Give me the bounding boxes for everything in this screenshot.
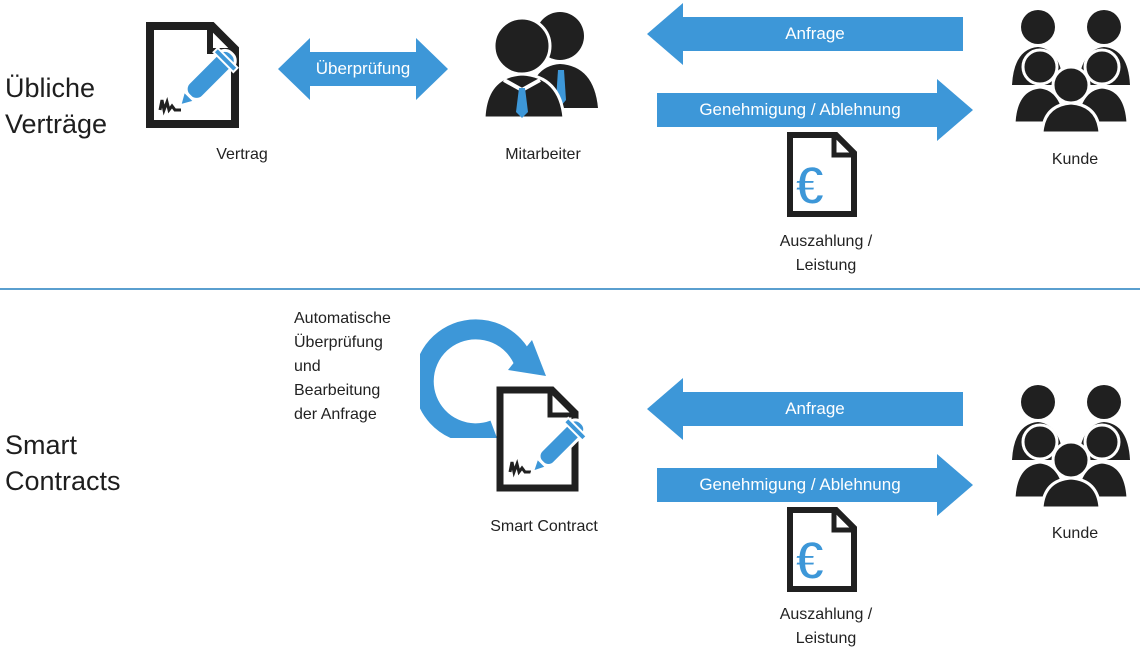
- section-title-traditional: Übliche Verträge: [5, 73, 108, 139]
- decision-arrow: Genehmigung / Ablehnung: [657, 79, 973, 141]
- request-arrow: Anfrage: [647, 3, 963, 65]
- section-title-smart-contracts: Smart Contracts: [5, 430, 121, 496]
- review-arrow-label: Überprüfung: [315, 59, 411, 78]
- smart-request-arrow-label: Anfrage: [785, 399, 845, 418]
- smart-contract-label: Smart Contract: [490, 518, 598, 535]
- automatic-processing-note: Automatische Überprüfung und Bearbeitung…: [294, 310, 391, 423]
- contract-label: Vertrag: [216, 146, 268, 163]
- contract-document-icon: [140, 22, 260, 132]
- circular-arrow-icon: [420, 318, 555, 438]
- euro-document-icon: €: [780, 132, 860, 218]
- smart-request-arrow: Anfrage: [647, 378, 963, 440]
- smart-decision-arrow: Genehmigung / Ablehnung: [657, 454, 973, 516]
- employee-label: Mitarbeiter: [505, 146, 581, 163]
- smart-payout-label: Auszahlung / Leistung: [779, 606, 873, 647]
- customers-icon: [1010, 5, 1132, 135]
- review-double-arrow: Überprüfung: [278, 38, 448, 100]
- smart-customers-icon: [1010, 380, 1132, 510]
- smart-contract-document-icon: [490, 386, 610, 496]
- smart-decision-arrow-label: Genehmigung / Ablehnung: [699, 475, 901, 494]
- employees-icon: [478, 8, 608, 123]
- decision-arrow-label: Genehmigung / Ablehnung: [699, 100, 901, 119]
- svg-text:€: €: [795, 156, 825, 216]
- svg-text:€: €: [795, 531, 825, 591]
- smart-euro-document-icon: €: [780, 507, 860, 593]
- section-divider: [0, 288, 1140, 290]
- payout-label: Auszahlung / Leistung: [779, 233, 873, 274]
- smart-customer-label: Kunde: [1051, 525, 1099, 542]
- customer-label: Kunde: [1051, 151, 1099, 168]
- request-arrow-label: Anfrage: [785, 24, 845, 43]
